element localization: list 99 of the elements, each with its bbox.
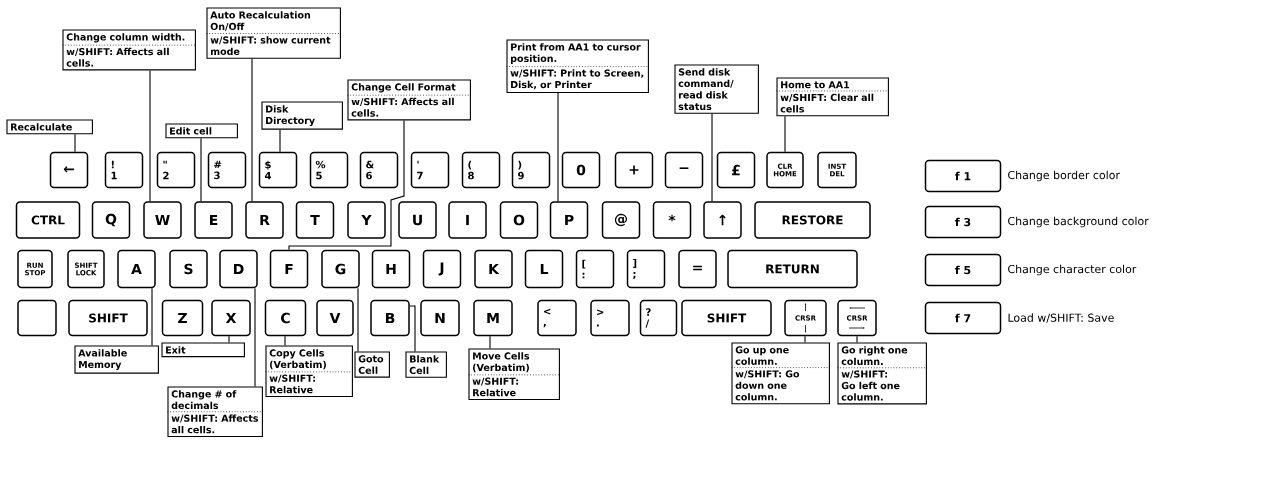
callout-box: Auto Recalculation On/Off w/SHIFT: show current mode	[206, 7, 342, 59]
key: ↑	[703, 201, 742, 239]
key: E	[194, 201, 233, 239]
callout-box: Exit	[161, 342, 245, 358]
key: −	[664, 151, 704, 189]
callout-box: Send disk command/ read disk status	[674, 64, 759, 114]
leader-line	[784, 115, 786, 153]
key: < ,	[537, 299, 577, 337]
key: CTRL	[15, 201, 81, 239]
key: M	[473, 299, 513, 337]
key: > .	[590, 299, 630, 337]
key: I	[448, 201, 487, 239]
key: G	[321, 249, 360, 289]
key: N	[420, 299, 460, 337]
key: *	[652, 201, 692, 239]
leader-line	[711, 113, 713, 202]
key: D	[219, 249, 258, 289]
callout-box: Copy Cells (Verbatim) w/SHIFT: Relative	[265, 345, 354, 397]
leader-line	[228, 335, 230, 343]
key: =	[678, 249, 717, 289]
leader-line	[489, 335, 491, 349]
callout-box: Disk Directory	[261, 101, 343, 130]
leader-line	[557, 92, 559, 202]
leader-line	[149, 69, 151, 202]
key: SHIFT	[681, 299, 772, 337]
key: RESTORE	[754, 201, 871, 239]
key: Q	[91, 201, 131, 239]
key: K	[474, 249, 513, 289]
leader-line	[279, 129, 281, 153]
callout-box: Edit cell	[165, 123, 238, 139]
leader-line	[804, 335, 806, 343]
key: V	[316, 299, 354, 337]
leader-line	[409, 305, 416, 352]
callout-box: Recalculate	[6, 119, 93, 135]
key: 0	[561, 151, 601, 189]
callout-box: Go right one column. w/SHIFT: Go left one column.	[837, 342, 928, 405]
leader-line	[251, 58, 253, 202]
key-description: Change border color	[1008, 170, 1120, 182]
key: ! 1	[104, 151, 144, 189]
key: # 3	[207, 151, 247, 189]
key-description: Change background color	[1008, 216, 1149, 228]
key: ( 8	[461, 151, 501, 189]
key: W	[143, 201, 182, 239]
key: ' 7	[410, 151, 450, 189]
callout-box: Goto Cell	[354, 351, 390, 378]
key: ? /	[639, 299, 678, 337]
function-key: f 1	[924, 159, 1002, 193]
key: @	[601, 201, 641, 239]
key: O	[499, 201, 539, 239]
key-description: Load w/SHIFT: Save	[1008, 313, 1114, 323]
callout-box: Home to AA1 w/SHIFT: Clear all cells	[776, 77, 890, 117]
key: F	[269, 249, 309, 289]
function-key: f 7	[924, 301, 1002, 335]
key: X	[211, 299, 251, 337]
callout-box: Go up one column. w/SHIFT: Go down one column.	[731, 342, 831, 405]
leader-line	[357, 287, 359, 352]
key: ←	[49, 151, 89, 189]
key: Z	[161, 299, 204, 337]
leader-line	[288, 119, 405, 251]
callout-box: Change # of decimals w/SHIFT: Affects all cells.	[167, 386, 264, 438]
key-description: Change character color	[1008, 264, 1137, 276]
key: £	[716, 151, 756, 189]
key: +	[614, 151, 654, 189]
key: C	[264, 299, 307, 337]
function-key: f 3	[924, 205, 1002, 239]
key: " 2	[156, 151, 196, 189]
key: H	[371, 249, 411, 289]
function-key: f 5	[924, 253, 1002, 287]
key: ] ;	[626, 249, 666, 289]
leader-line	[254, 287, 256, 387]
callout-box: Move Cells (Verbatim) w/SHIFT: Relative	[468, 348, 561, 400]
key: SHIFT	[68, 299, 148, 337]
key: [ :	[575, 249, 615, 289]
key	[17, 299, 57, 337]
callout-box: Blank Cell	[405, 351, 447, 378]
leader-line	[74, 133, 76, 153]
key: $ 4	[258, 151, 298, 189]
key: J	[422, 249, 462, 289]
key: ) 9	[511, 151, 551, 189]
key: T	[295, 201, 335, 239]
leader-line	[151, 287, 153, 346]
key: B	[370, 299, 410, 337]
callout-box: Available Memory	[74, 345, 159, 374]
key: S	[169, 249, 208, 289]
key: & 6	[359, 151, 399, 189]
leader-line	[200, 137, 202, 202]
key: R	[245, 201, 284, 239]
key: Y	[347, 201, 386, 239]
key: U	[398, 201, 437, 239]
callout-box: Change column width. w/SHIFT: Affects all cells.	[62, 29, 197, 71]
callout-box: Change Cell Format w/SHIFT: Affects all cells.	[347, 79, 472, 121]
key: % 5	[309, 151, 349, 189]
callout-box: Print from AA1 to cursor position. w/SHIFT: Print to Screen, Disk, or Printer	[506, 39, 650, 94]
key: RETURN	[727, 249, 858, 289]
key: P	[549, 201, 589, 239]
leader-line	[284, 335, 286, 346]
key: A	[117, 249, 156, 289]
key: L	[524, 249, 564, 289]
leader-line	[856, 335, 858, 343]
